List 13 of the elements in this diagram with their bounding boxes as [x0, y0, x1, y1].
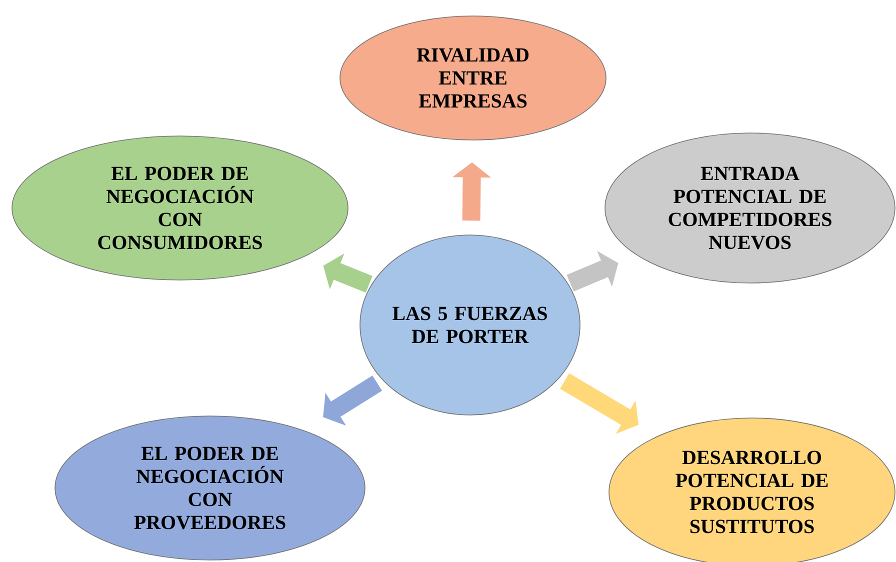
node-text: EL PODER DE NEGOCIACIÓN CON CONSUMIDORES [98, 166, 262, 250]
node-text: DESARROLLO POTENCIAL DE PRODUCTOS SUSTITUTOS [676, 450, 828, 534]
node-text: LAS 5 FUERZAS DE PORTER [392, 306, 547, 344]
center-ellipse [360, 234, 580, 416]
force-ellipse [604, 132, 896, 284]
block-arrow [323, 376, 382, 426]
node-text: ENTRADA POTENCIAL DE COMPETIDORES NUEVOS [668, 166, 832, 250]
force-ellipse [12, 136, 348, 280]
node-text: RIVALIDAD ENTRE EMPRESAS [416, 48, 529, 108]
force-ellipse [54, 416, 366, 560]
force-ellipse [340, 16, 606, 140]
node-text: EL PODER DE NEGOCIACIÓN CON PROVEEDORES [134, 446, 286, 530]
force-ellipse [608, 418, 896, 562]
